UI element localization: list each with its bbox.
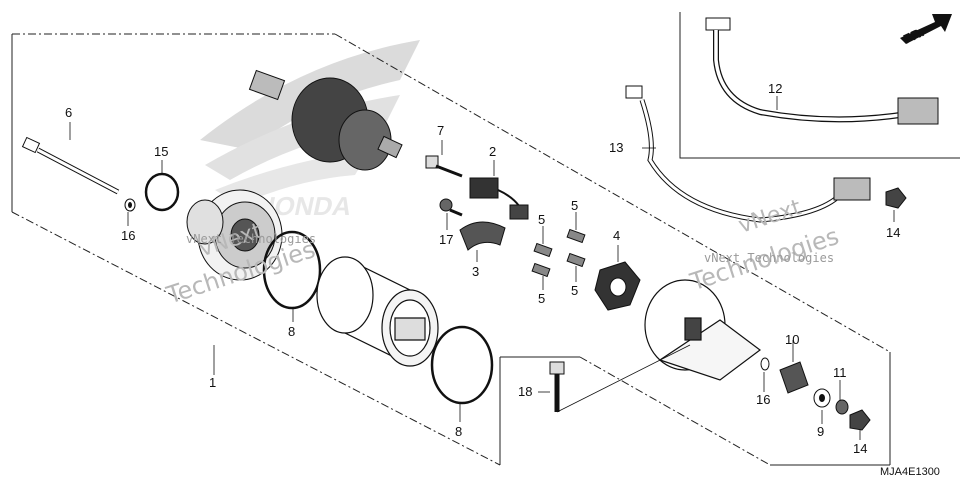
o-ring-part-15 (144, 172, 180, 212)
callout-16b: 16 (756, 392, 770, 407)
callout-9: 9 (817, 424, 824, 439)
callout-1: 1 (209, 375, 216, 390)
o-ring-part-8-left (262, 230, 322, 310)
vnext-watermark-inline-right: vNext Technologies (704, 251, 834, 265)
washer-part-16-left (124, 198, 136, 212)
bolt-part-18 (549, 361, 565, 412)
motor-yoke (316, 256, 439, 367)
rear-cover (644, 279, 761, 381)
armature (248, 69, 403, 171)
brush-part-3 (459, 221, 506, 251)
callout-6: 6 (65, 105, 72, 120)
callout-16a: 16 (121, 228, 135, 243)
callout-17: 17 (439, 232, 453, 247)
callout-11: 11 (833, 365, 847, 380)
nut-part-14-upper (885, 187, 907, 209)
nut-part-11 (835, 399, 849, 415)
front-marker-label: FR. (901, 24, 926, 46)
callout-8b: 8 (455, 424, 462, 439)
washer-part-9 (813, 388, 831, 408)
callout-5b: 5 (571, 198, 578, 213)
leader-lines (69, 96, 895, 440)
cable-12-outline (679, 12, 960, 159)
callout-12: 12 (768, 81, 782, 96)
callout-14a: 14 (853, 441, 867, 456)
callout-14b: 14 (886, 225, 900, 240)
springs-part-5 (531, 228, 586, 278)
part-code: MJA4E1300 (880, 466, 940, 478)
front-cover (186, 189, 283, 281)
o-ring-part-8-right (430, 325, 494, 405)
callout-10: 10 (785, 332, 799, 347)
front-arrow-icon (900, 14, 952, 44)
main-assembly-outline (11, 33, 891, 466)
bolt-part-6 (21, 136, 120, 195)
washer-part-16-right (760, 357, 770, 371)
callout-3: 3 (472, 264, 479, 279)
callout-5a: 5 (538, 212, 545, 227)
callout-8a: 8 (288, 324, 295, 339)
callout-5d: 5 (571, 283, 578, 298)
insulator-part-10 (779, 361, 809, 394)
callout-18: 18 (518, 384, 532, 399)
callout-4: 4 (613, 228, 620, 243)
brush-holder-part-2 (469, 177, 529, 220)
callout-2: 2 (489, 144, 496, 159)
callout-7: 7 (437, 123, 444, 138)
callout-5c: 5 (538, 291, 545, 306)
svg-text:vNext: vNext (735, 195, 804, 239)
vnext-watermark-inline-left: vNext Technologies (186, 232, 316, 246)
callout-13: 13 (609, 140, 623, 155)
cable-part-12 (705, 17, 939, 125)
cable-part-13 (625, 85, 871, 223)
damper-part-4 (594, 261, 641, 311)
callout-15: 15 (154, 144, 168, 159)
screw-part-17 (439, 198, 463, 217)
nut-part-14-lower (849, 409, 871, 431)
screw-part-7 (425, 155, 463, 178)
